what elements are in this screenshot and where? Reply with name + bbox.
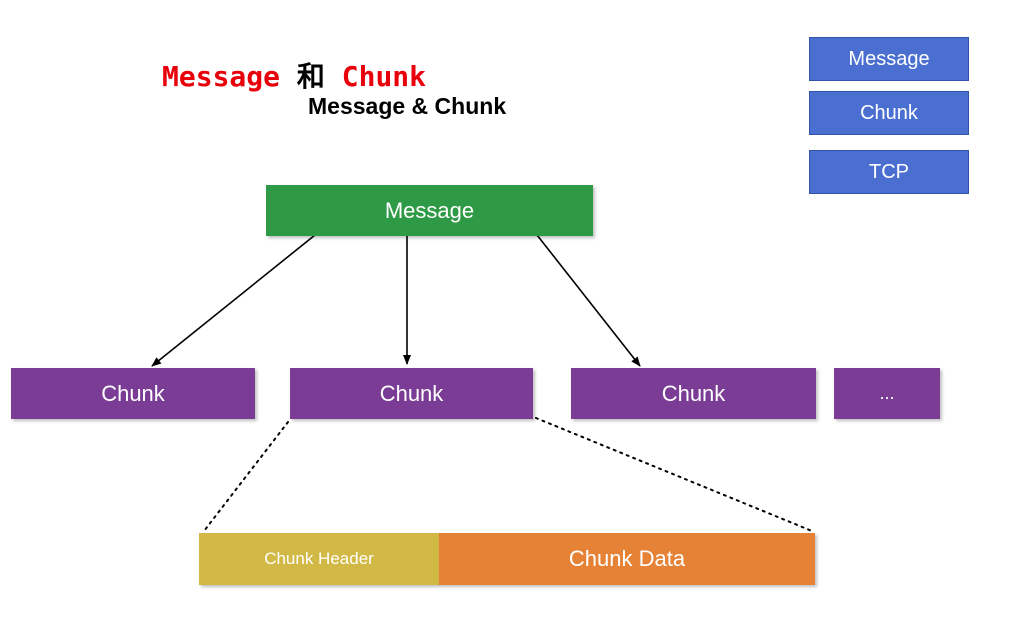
arrow-to-chunk-1 — [151, 234, 316, 367]
title-separator: 和 — [280, 60, 342, 93]
title-word-message: Message — [162, 60, 281, 93]
chunk-box-3: Chunk — [571, 368, 816, 419]
subtitle: Message & Chunk — [308, 93, 507, 119]
legend-tcp: TCP — [809, 150, 969, 194]
chunk-data-box: Chunk Data — [439, 533, 815, 585]
title-cn: Message 和 Chunk — [162, 60, 426, 94]
chunk-box-ellipsis: ... — [834, 368, 940, 419]
legend-chunk: Chunk — [809, 91, 969, 135]
dotted-line-right — [535, 417, 813, 532]
dotted-line-left — [203, 421, 289, 532]
chunk-box-2: Chunk — [290, 368, 533, 419]
chunk-box-1: Chunk — [11, 368, 255, 419]
arrow-to-chunk-3 — [536, 234, 641, 367]
legend-message: Message — [809, 37, 969, 81]
chunk-header-box: Chunk Header — [199, 533, 439, 585]
title-word-chunk: Chunk — [341, 60, 427, 93]
message-box: Message — [266, 185, 593, 236]
